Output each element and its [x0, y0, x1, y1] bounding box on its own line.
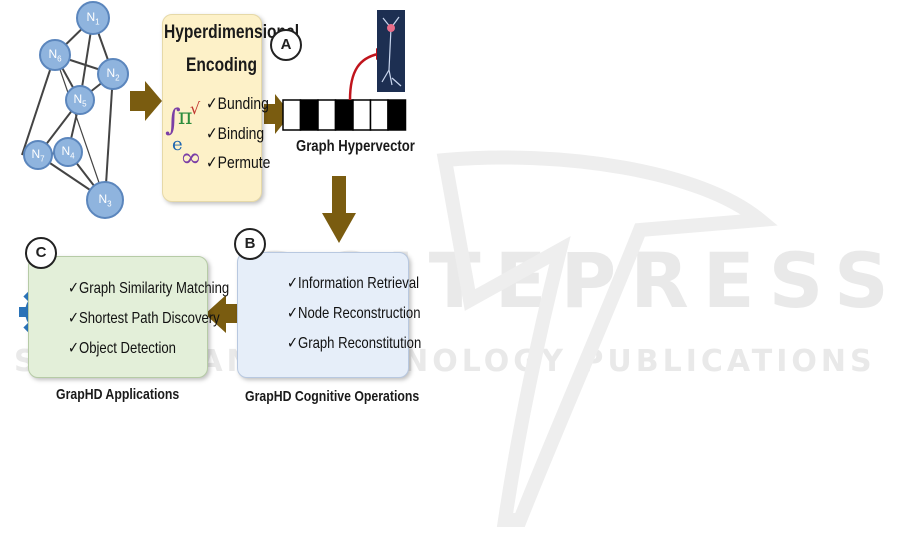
svg-text:π: π [178, 105, 192, 130]
graph-node-n1: N1 [76, 1, 110, 35]
hypervector-cell [369, 99, 389, 131]
svg-text:∞: ∞ [180, 143, 202, 170]
marker-b: B [234, 228, 266, 260]
hypervector-bar [282, 99, 407, 131]
encoding-item-permute: ✓Permute [206, 153, 271, 172]
hypervector-cell [387, 99, 407, 131]
graph-node-label: N2 [106, 65, 120, 83]
graph-node-label: N7 [31, 146, 45, 164]
graph-node-n4: N4 [53, 137, 83, 167]
svg-text:√: √ [190, 99, 201, 118]
math-symbols-icon: ∫ π √ e ∞ [165, 99, 202, 170]
encoding-box [162, 14, 262, 202]
applications-item-object-detection: ✓Object Detection [68, 340, 176, 357]
neuron-soma [387, 24, 395, 32]
encoding-item-binding: ✓Binding [206, 124, 265, 143]
applications-caption: GrapHD Applications [56, 386, 180, 403]
hypervector-cell [282, 99, 302, 131]
arrow-graph-to-encoding [130, 81, 162, 121]
applications-box [28, 256, 208, 378]
encoding-title-line1: Hyperdimensional [164, 22, 300, 43]
hypervector-cell [334, 99, 354, 131]
neuron-dendrites [381, 16, 402, 87]
hypervector-label: Graph Hypervector [296, 138, 415, 155]
graph-node-n6: N6 [39, 39, 71, 71]
arrow-hypervector-to-cognitive [322, 176, 356, 243]
marker-a: A [270, 29, 302, 61]
hypervector-cell [317, 99, 337, 131]
arrow-encoding-to-hypervector [264, 94, 291, 134]
graph-node-label: N1 [86, 9, 100, 27]
applications-item-similarity: ✓Graph Similarity Matching [68, 280, 230, 297]
cognitive-box [237, 252, 409, 378]
graph-node-n2: N2 [97, 58, 129, 90]
graph-node-n3: N3 [86, 181, 124, 219]
graph-node-label: N3 [98, 191, 112, 209]
cognitive-caption: GrapHD Cognitive Operations [245, 388, 420, 405]
hypervector-cell [299, 99, 319, 131]
encoding-title-line2: Encoding [186, 55, 257, 76]
marker-c: C [25, 237, 57, 269]
graph-node-label: N5 [73, 91, 87, 109]
red-arrow [348, 52, 379, 101]
encoding-item-bunding: ✓Bunding [206, 94, 269, 113]
graph-node-n5: N5 [65, 85, 95, 115]
applications-item-shortest-path: ✓Shortest Path Discovery [68, 310, 220, 327]
cognitive-item-node-reconstruction: ✓Node Reconstruction [287, 305, 421, 322]
svg-text:∫: ∫ [165, 103, 181, 138]
watermark-swoosh [436, 150, 778, 527]
cognitive-item-retrieval: ✓Information Retrieval [287, 275, 420, 292]
hypervector-cell [352, 99, 372, 131]
arrow-cognitive-to-applications [205, 295, 237, 333]
graph-node-n7: N7 [23, 140, 53, 170]
graph-node-label: N4 [61, 143, 75, 161]
cognitive-item-graph-reconstitution: ✓Graph Reconstitution [287, 335, 422, 352]
svg-text:e: e [172, 134, 183, 155]
graph-node-label: N6 [48, 46, 62, 64]
